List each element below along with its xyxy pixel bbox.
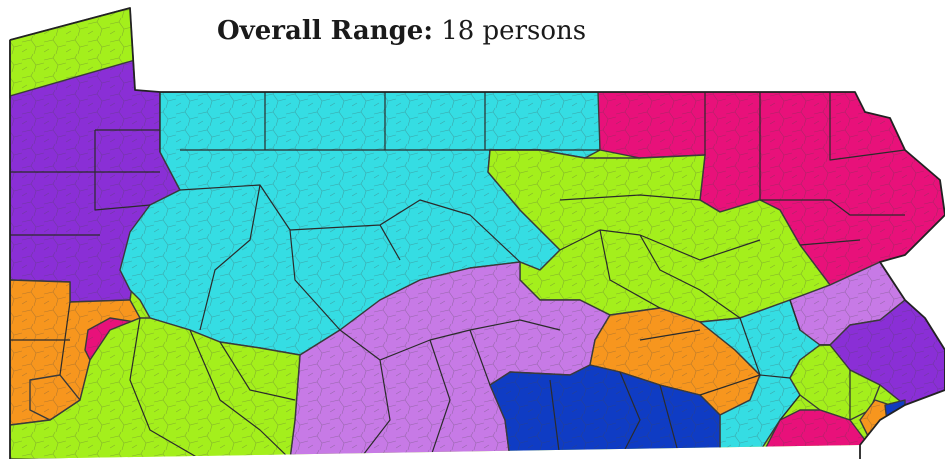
county-boundaries: [10, 92, 906, 459]
overall-range-label: Overall Range:: [217, 16, 433, 46]
overall-range-value: 18 persons: [441, 16, 587, 46]
state-outline: [9, 7, 945, 459]
overall-range-caption: Overall Range: 18 persons: [217, 16, 586, 46]
